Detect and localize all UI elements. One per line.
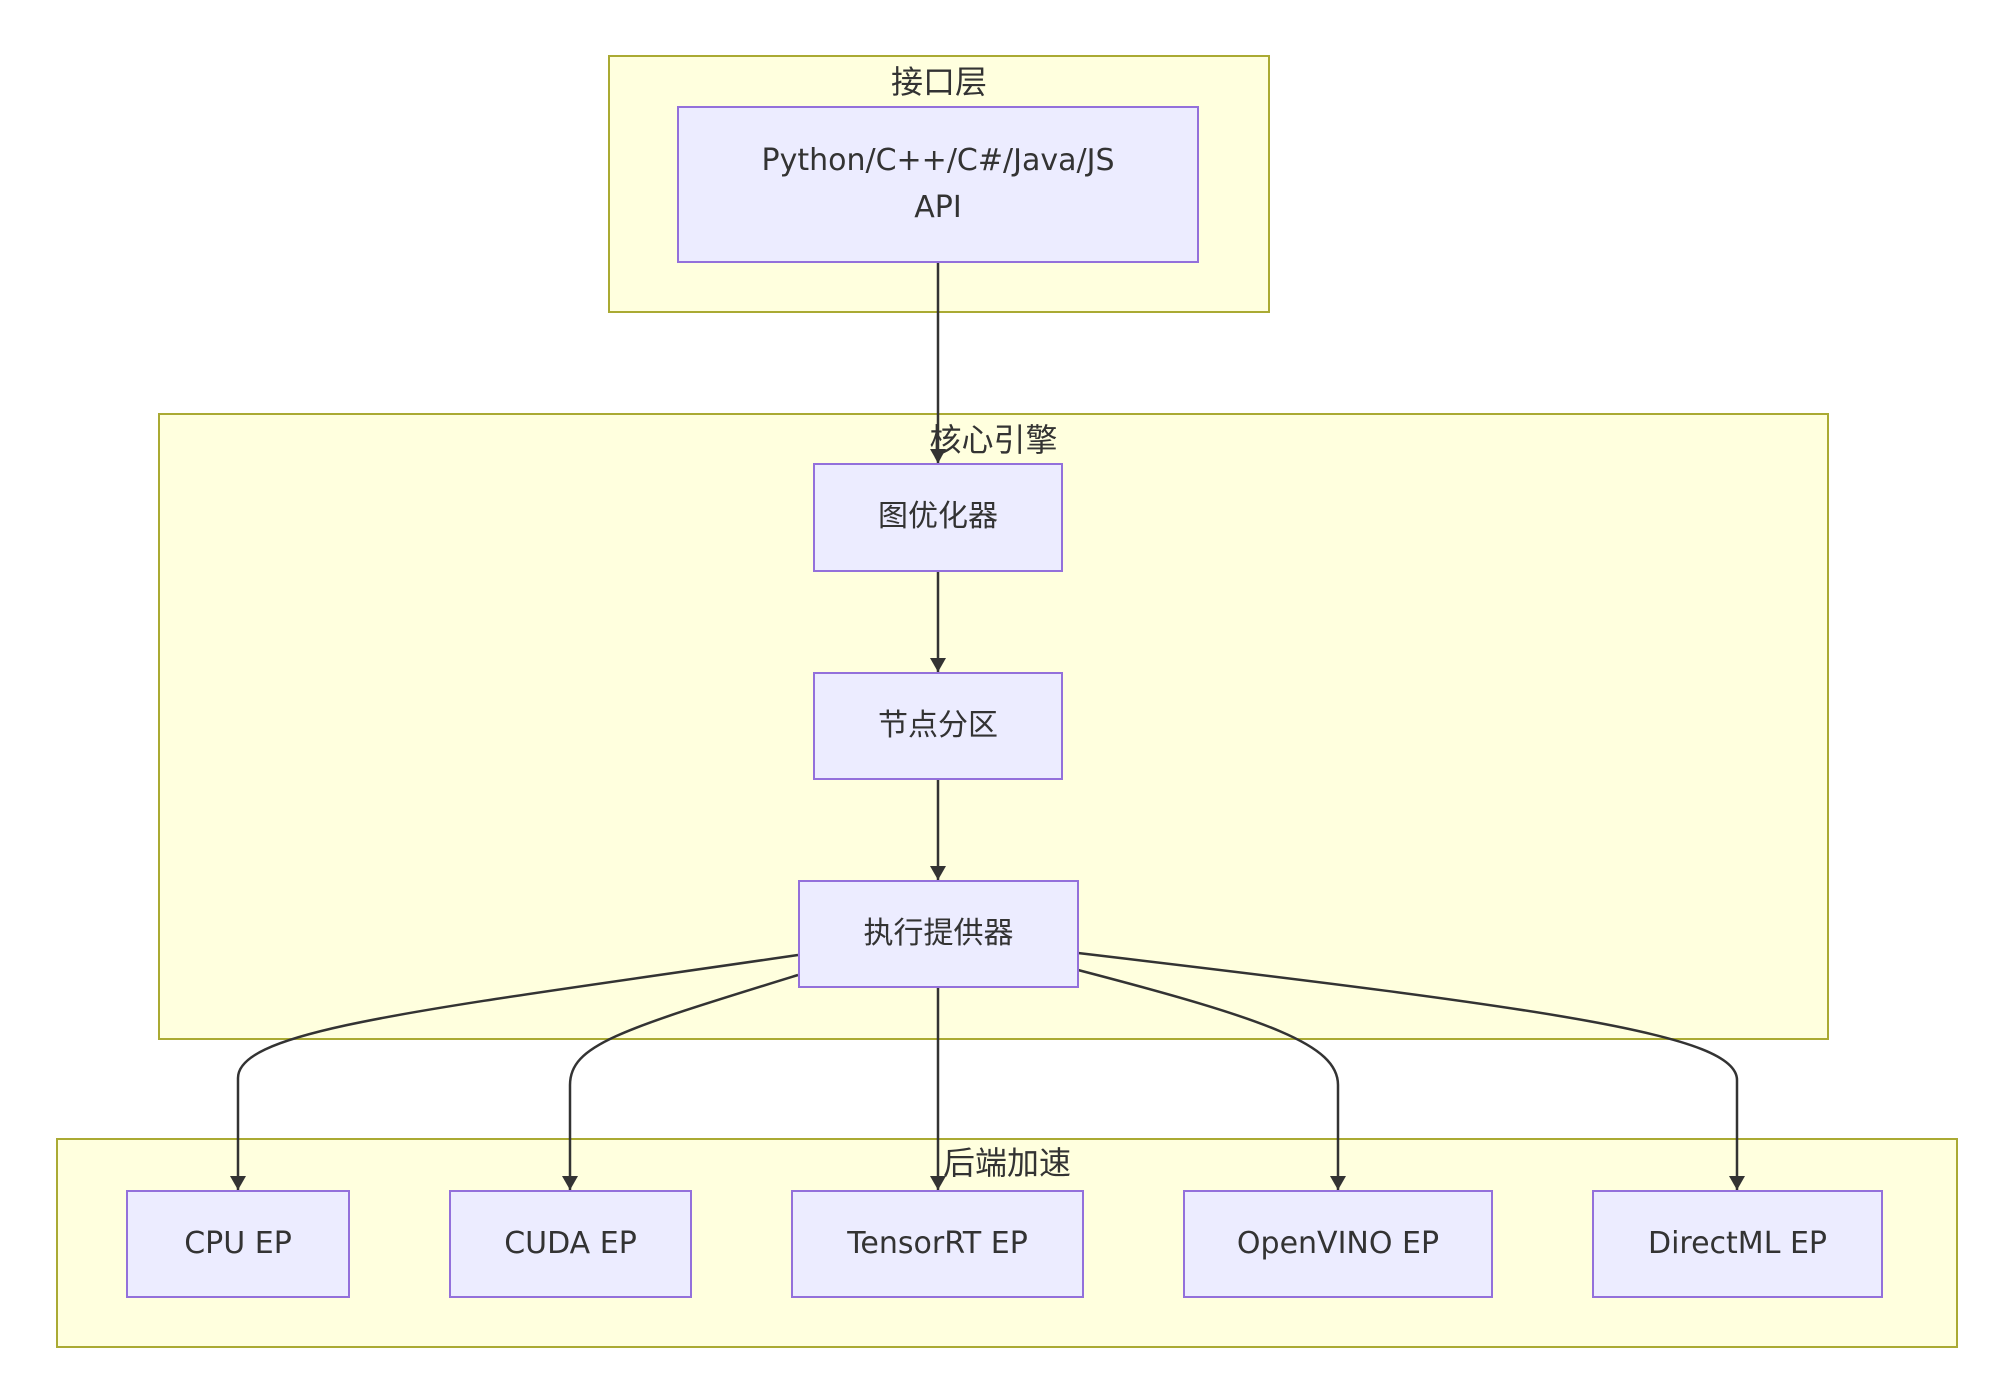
cuda-ep-label: CUDA EP <box>504 1225 637 1261</box>
tensorrt-ep-label: TensorRT EP <box>847 1225 1028 1261</box>
cuda-ep-node[interactable]: CUDA EP <box>449 1190 692 1298</box>
backend-acceleration-title: 后端加速 <box>942 1144 1071 1182</box>
cpu-ep-label: CPU EP <box>184 1225 292 1261</box>
cpu-ep-node[interactable]: CPU EP <box>126 1190 350 1298</box>
graph-optimizer-node[interactable]: 图优化器 <box>813 463 1063 572</box>
interface-layer-title: 接口层 <box>890 63 987 101</box>
arrowhead-node-partition <box>930 658 946 672</box>
edge-execution-provider-to-cuda-ep <box>568 973 799 1190</box>
arrowhead-execution-provider <box>930 866 946 880</box>
openvino-ep-label: OpenVINO EP <box>1236 1225 1440 1261</box>
core-engine-title: 核心引擎 <box>929 421 1058 459</box>
graph-optimizer-label: 图优化器 <box>878 499 998 535</box>
edge-execution-provider-to-openvino-ep <box>1077 968 1340 1190</box>
api-node-line2: API <box>914 189 962 225</box>
arrowhead-directml-ep <box>1729 1176 1745 1190</box>
openvino-ep-node[interactable]: OpenVINO EP <box>1183 1190 1493 1298</box>
node-partition-node[interactable]: 节点分区 <box>813 672 1063 780</box>
arrowhead-cpu-ep <box>230 1176 246 1190</box>
execution-provider-node[interactable]: 执行提供器 <box>798 880 1079 988</box>
arrowhead-openvino-ep <box>1330 1176 1346 1190</box>
tensorrt-ep-node[interactable]: TensorRT EP <box>791 1190 1084 1298</box>
api-node-line1: Python/C++/C#/Java/JS <box>761 143 1115 178</box>
api-node[interactable]: Python/C++/C#/Java/JS API <box>677 106 1199 263</box>
edge-execution-provider-to-directml-ep <box>1077 951 1739 1190</box>
node-partition-label: 节点分区 <box>878 707 998 743</box>
arrowhead-graph-optimizer <box>930 449 946 463</box>
arrowhead-cuda-ep <box>562 1176 578 1190</box>
edge-execution-provider-to-cpu-ep <box>236 953 799 1190</box>
directml-ep-node[interactable]: DirectML EP <box>1592 1190 1883 1298</box>
directml-ep-label: DirectML EP <box>1647 1225 1827 1261</box>
execution-provider-label: 执行提供器 <box>863 915 1014 951</box>
arrowhead-tensorrt-ep <box>930 1176 946 1190</box>
